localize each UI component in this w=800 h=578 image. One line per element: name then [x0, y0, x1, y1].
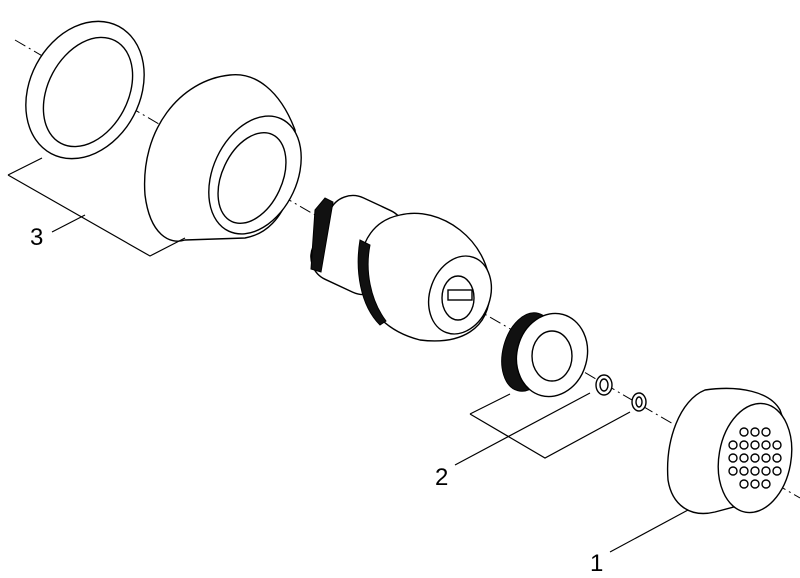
nozzle-hole — [761, 466, 771, 476]
nozzle-hole — [728, 440, 738, 450]
nozzle-hole — [728, 466, 738, 476]
nozzle-hole — [761, 427, 771, 437]
nozzle-hole — [750, 466, 760, 476]
cartridge-body — [310, 194, 493, 342]
nozzle-hole — [772, 440, 782, 450]
nozzle-hole — [750, 440, 760, 450]
leader-lines — [7, 157, 689, 553]
nozzle-hole — [739, 427, 749, 437]
nozzle-hole — [750, 453, 760, 463]
callout-3: 3 — [30, 224, 44, 251]
nozzle-hole — [739, 479, 749, 489]
center-axis-line — [14, 39, 800, 499]
escutcheon-cover — [143, 74, 302, 242]
nozzle-hole — [772, 466, 782, 476]
callout-1: 1 — [590, 550, 604, 577]
nozzle-hole — [761, 453, 771, 463]
spray-head-nozzle — [666, 387, 793, 515]
nozzle-hole — [739, 440, 749, 450]
trim-ring — [25, 20, 145, 160]
nozzle-hole — [728, 453, 738, 463]
nozzle-hole — [750, 479, 760, 489]
nozzle-hole — [739, 453, 749, 463]
nozzle-hole — [761, 440, 771, 450]
nozzle-hole — [739, 466, 749, 476]
nozzle-hole — [761, 479, 771, 489]
callout-2: 2 — [435, 464, 449, 491]
nozzle-hole — [772, 453, 782, 463]
insert-disc — [501, 312, 589, 398]
nozzle-hole — [750, 427, 760, 437]
